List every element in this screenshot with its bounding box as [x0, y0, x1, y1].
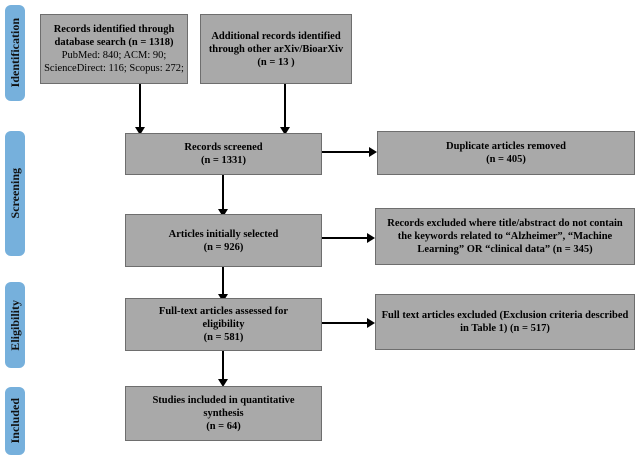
arrowhead-other-to-screened	[280, 127, 290, 135]
stage-tab-screening: Screening	[5, 131, 25, 256]
arrowhead-fulltext-to-excluded	[367, 318, 375, 328]
connector-other-to-screened	[284, 84, 286, 129]
box-line: eligibility	[202, 319, 245, 330]
box-line: (n = 581)	[203, 332, 244, 343]
box-line: (n = 1331)	[200, 155, 247, 166]
box-line: (n = 13 )	[257, 56, 295, 68]
arrowhead-screened-to-duplicates	[369, 147, 377, 157]
connector-selected-to-excluded	[322, 237, 368, 239]
stage-label-identification: Identification	[7, 18, 22, 88]
connector-screened-to-duplicates	[322, 151, 370, 153]
stage-tab-eligibility: Eligibility	[5, 282, 25, 368]
box-line: Additional records identified	[211, 30, 341, 42]
box-line: database search (n = 1318)	[54, 37, 174, 48]
box-line: Records identified through	[53, 24, 175, 35]
arrowhead-database-to-screened	[135, 127, 145, 135]
box-studies-included: Studies included in quantitative synthes…	[125, 386, 322, 441]
box-records-identified-database: Records identified through database sear…	[40, 14, 188, 84]
box-fulltext-excluded: Full text articles excluded (Exclusion c…	[375, 294, 635, 350]
box-records-screened: Records screened (n = 1331)	[125, 133, 322, 175]
box-text: Records excluded where title/abstract do…	[387, 218, 623, 255]
arrowhead-fulltext-to-included	[218, 379, 228, 387]
arrowhead-screened-to-selected	[218, 209, 228, 217]
connector-database-to-screened	[139, 84, 141, 129]
box-line: Records screened	[184, 142, 263, 153]
box-articles-initially-selected: Articles initially selected (n = 926)	[125, 214, 322, 267]
box-fulltext-assessed: Full-text articles assessed for eligibil…	[125, 298, 322, 351]
stage-label-included: Included	[7, 398, 22, 444]
connector-fulltext-to-included	[222, 351, 224, 381]
box-line: through other arXiv/BioarXiv	[208, 43, 344, 55]
stage-tab-included: Included	[5, 387, 25, 455]
box-line: (n = 405)	[486, 154, 526, 165]
box-line: PubMed: 840; ACM: 90;	[61, 50, 167, 61]
box-line: Studies included in quantitative	[152, 395, 295, 406]
box-line: (n = 926)	[203, 241, 244, 253]
box-line: Duplicate articles removed	[446, 141, 566, 152]
stage-label-screening: Screening	[7, 168, 22, 219]
box-duplicate-articles-removed: Duplicate articles removed (n = 405)	[377, 131, 635, 175]
connector-screened-to-selected	[222, 175, 224, 211]
stage-tab-identification: Identification	[5, 5, 25, 101]
box-records-identified-other: Additional records identified through ot…	[200, 14, 352, 84]
box-line: ScienceDirect: 116; Scopus: 272;	[44, 63, 184, 74]
arrowhead-selected-to-excluded	[367, 233, 375, 243]
connector-selected-to-fulltext	[222, 267, 224, 296]
box-line: synthesis	[203, 408, 244, 419]
box-records-excluded-keywords: Records excluded where title/abstract do…	[375, 208, 635, 265]
stage-label-eligibility: Eligibility	[7, 299, 22, 351]
box-line: (n = 64)	[206, 421, 241, 432]
box-line: Full-text articles assessed for	[158, 306, 289, 317]
box-line: Articles initially selected	[168, 228, 279, 240]
box-text: Full text articles excluded (Exclusion c…	[381, 310, 629, 334]
connector-fulltext-to-excluded	[322, 322, 368, 324]
